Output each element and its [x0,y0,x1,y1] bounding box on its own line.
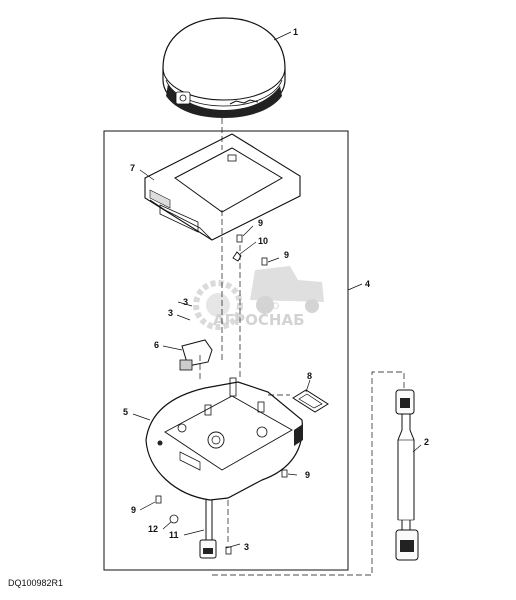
exploded-view-lines [199,118,405,576]
drawing-code: DQ100982R1 [8,578,64,588]
pigtail-cable [199,500,217,559]
callout-9a: 9 [258,218,263,228]
callout-9b: 9 [284,250,289,260]
callout-5: 5 [123,407,128,417]
callout-9d: 9 [305,470,310,480]
callout-8: 8 [307,371,312,381]
leader-lines [132,31,422,549]
callout-7: 7 [130,163,135,173]
mounting-bracket [144,133,301,241]
watermark-logo: ООО АГРОСНАБ [193,266,324,330]
callout-12: 12 [148,524,158,534]
watermark-name: АГРОСНАБ [213,311,305,329]
seal-plate [292,389,329,413]
callout-1: 1 [293,27,298,37]
callout-10: 10 [258,236,268,246]
callout-11: 11 [169,530,179,540]
callout-3b: 3 [168,308,173,318]
callouts: 1 2 3 3 3 4 5 6 7 8 9 9 9 9 10 11 12 [123,27,429,552]
callout-3a: 3 [183,297,188,307]
callout-6: 6 [154,340,159,350]
receiver-dome [162,17,286,118]
harness-cable [395,389,419,561]
callout-4: 4 [365,279,370,289]
assembly-frame [103,130,349,571]
spring-clip [232,251,242,262]
connector-module [179,339,213,371]
receiver-housing [145,377,303,501]
screws [155,234,288,555]
callout-2: 2 [424,437,429,447]
callout-9c: 9 [131,505,136,515]
watermark-prefix: ООО [258,302,279,312]
callout-3c: 3 [244,542,249,552]
